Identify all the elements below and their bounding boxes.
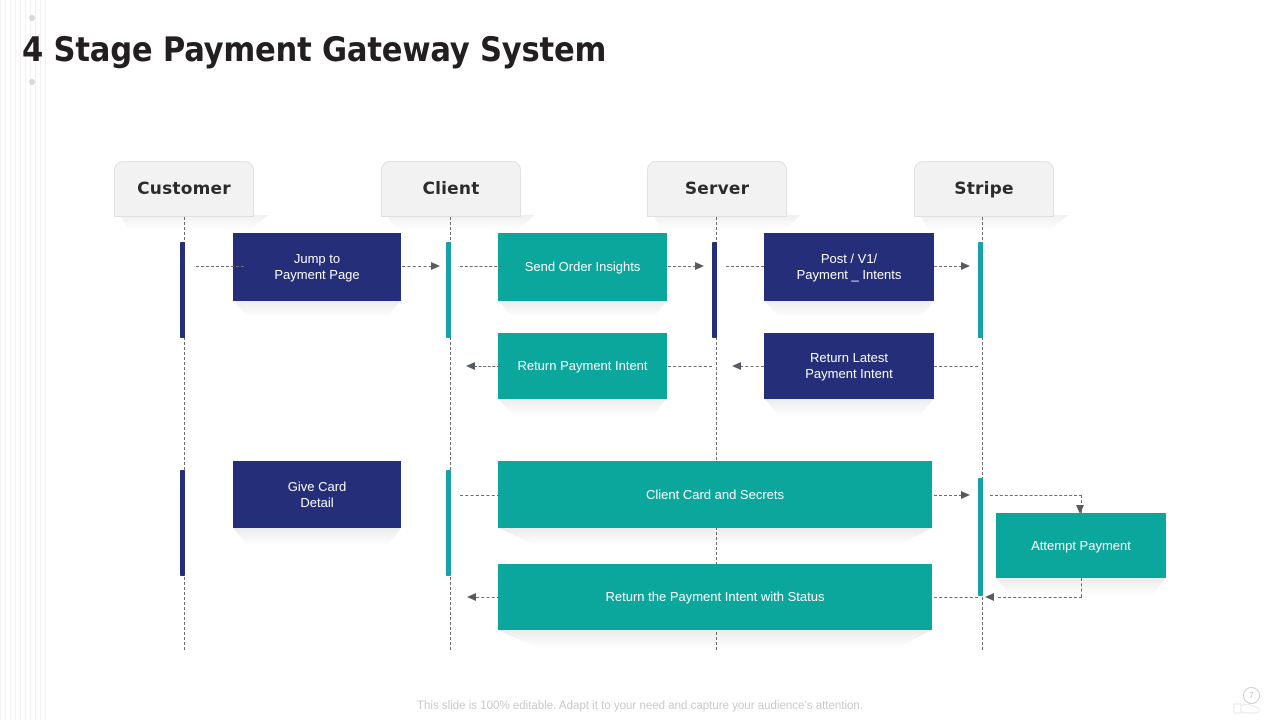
box-shadow-client-card-and-secrets [498,528,932,546]
actor-shadow-client [387,215,535,231]
arrowhead-attempt-payment-return [985,593,994,601]
message-label-jump-to-payment-page: Jump to Payment Page [274,251,360,282]
actor-header-server[interactable]: Server [647,161,787,217]
activation-bar-stripe-1 [978,242,983,338]
message-box-return-latest-payment-intent[interactable]: Return Latest Payment Intent [764,333,934,399]
arrow-line-box3-to-stripe [934,266,962,267]
message-box-return-payment-intent-with-status[interactable]: Return the Payment Intent with Status [498,564,932,630]
arrow-line-box1-to-client [402,266,432,267]
arrow-line-box2-to-server [668,266,696,267]
box-shadow-return-latest-payment-intent [764,398,934,416]
lifeline-client [450,217,451,650]
message-box-client-card-and-secrets[interactable]: Client Card and Secrets [498,461,932,528]
arrow-line-attempt-payment-return-h [998,597,1082,598]
arrow-line-stripe-to-box5 [934,366,978,367]
arrowhead-return-latest-payment-intent [732,362,741,370]
arrow-line-server-to-box3 [726,266,764,267]
message-label-return-payment-intent: Return Payment Intent [517,358,648,373]
message-box-give-card-detail[interactable]: Give Card Detail [233,461,401,528]
left-pinstripe-decoration [0,0,46,720]
arrow-line-client-to-box2 [460,266,502,267]
box-shadow-return-payment-intent-with-status [498,630,932,648]
lifeline-server [716,217,717,650]
message-box-attempt-payment[interactable]: Attempt Payment [996,513,1166,578]
message-label-give-card-detail: Give Card Detail [287,478,347,510]
arrow-line-attempt-payment-return-v [1081,578,1082,597]
arrowhead-send-order-insights [695,262,704,270]
actor-shadow-customer [120,215,268,231]
activation-bar-server-1 [712,242,717,338]
box-shadow-return-payment-intent [498,398,667,416]
actor-label-customer: Customer [137,179,231,199]
box-shadow-jump-to-payment-page [233,300,401,318]
hand-pointer-icon [1233,703,1260,714]
box-shadow-send-order-insights [498,300,667,318]
box-shadow-give-card-detail [233,528,401,546]
message-label-post-v1-payment-intents: Post / V1/ Payment _ Intents [796,251,902,282]
arrow-line-status-bar-to-client [476,597,500,598]
message-label-return-payment-intent-with-status: Return the Payment Intent with Status [605,589,825,604]
arrowhead-jump-to-payment-page [431,262,440,270]
decorative-dot-bottom [29,79,35,85]
actor-header-client[interactable]: Client [381,161,521,217]
message-label-return-latest-payment-intent: Return Latest Payment Intent [805,350,893,381]
actor-shadow-stripe [920,215,1068,231]
arrow-line-stripe-to-attempt-payment-h [990,495,1082,496]
actor-label-server: Server [684,179,750,199]
activation-bar-client-1 [446,242,451,338]
arrowhead-return-payment-intent [466,362,475,370]
arrow-line-stripe-to-attempt-payment-v [1081,495,1082,513]
arrow-line-stripe-to-status-bar [934,597,978,598]
arrow-line-client-to-card-bar [460,495,500,496]
page-number-badge: 7 [1243,687,1260,704]
arrow-line-server-to-box4 [668,366,712,367]
arrow-line-box5-to-server [740,366,764,367]
lifeline-customer [184,217,185,650]
lifeline-stripe [982,217,983,650]
activation-bar-stripe-2 [978,478,983,596]
arrowhead-attempt-payment [1076,505,1084,514]
actor-header-stripe[interactable]: Stripe [914,161,1054,217]
message-box-post-v1-payment-intents[interactable]: Post / V1/ Payment _ Intents [764,233,934,301]
footer-note: This slide is 100% editable. Adapt it to… [416,700,864,712]
actor-label-client: Client [422,179,480,199]
message-label-client-card-and-secrets: Client Card and Secrets [645,486,784,502]
arrowhead-client-card-to-stripe [961,491,970,499]
decorative-dot-top [29,15,35,21]
arrow-line-box4-to-client [474,366,500,367]
arrow-line-card-bar-to-stripe [934,495,962,496]
arrowhead-return-payment-intent-with-status [467,593,476,601]
box-shadow-post-v1-payment-intents [764,300,934,318]
message-label-attempt-payment: Attempt Payment [1031,537,1131,553]
activation-bar-client-2 [446,470,451,576]
message-box-return-payment-intent[interactable]: Return Payment Intent [498,333,667,399]
actor-shadow-server [653,215,801,231]
message-box-jump-to-payment-page[interactable]: Jump to Payment Page [233,233,401,301]
message-label-send-order-insights: Send Order Insights [524,259,641,274]
actor-label-stripe: Stripe [954,179,1014,199]
activation-bar-customer-1 [180,242,185,338]
activation-bar-customer-2 [180,470,185,576]
message-box-send-order-insights[interactable]: Send Order Insights [498,233,667,301]
actor-header-customer[interactable]: Customer [114,161,254,217]
arrowhead-post-v1-payment-intents [961,262,970,270]
arrow-line-customer-to-box1 [196,266,244,267]
page-title: 4 Stage Payment Gateway System [22,30,607,70]
